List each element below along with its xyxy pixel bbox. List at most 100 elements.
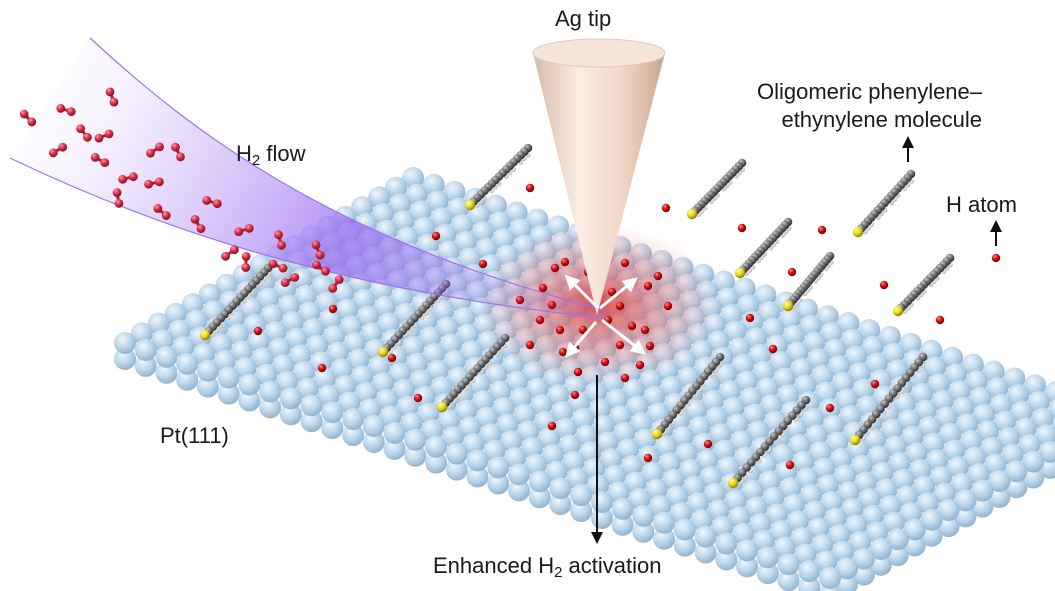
h-atom: [525, 340, 535, 350]
pt-atom: [373, 295, 396, 318]
pt-atom: [790, 357, 813, 380]
pt-atom: [713, 439, 736, 462]
pt-atom: [264, 320, 287, 343]
pt-atom: [858, 319, 881, 342]
pt-atom: [279, 387, 302, 410]
molecule-label: Oligomeric phenylene–ethynylene molecule: [757, 79, 983, 132]
pt-atom: [155, 345, 178, 368]
pt-atom: [718, 380, 741, 403]
pt-atom: [743, 403, 766, 426]
pt-atom: [281, 311, 304, 334]
h2-molecule: [112, 188, 124, 208]
pt-atom: [924, 356, 947, 379]
pt-atom: [786, 510, 809, 533]
pt-atom: [709, 423, 732, 446]
h-atom: [615, 340, 625, 350]
pt-atom: [954, 489, 977, 512]
pt-atom: [453, 306, 476, 329]
pt-atom: [886, 528, 909, 551]
pt-atom: [251, 347, 274, 370]
pt-atom: [323, 324, 346, 347]
pt-atom: [735, 370, 758, 393]
pt-atom: [198, 283, 221, 306]
pt-atom: [570, 484, 593, 507]
h-atom: [253, 326, 263, 336]
pt-atom: [658, 452, 681, 475]
pt-atom-lower: [903, 534, 926, 557]
pt-atom: [717, 456, 740, 479]
pt-atom: [869, 537, 892, 560]
pt-atom: [475, 237, 498, 260]
pt-atom: [728, 337, 751, 360]
pt-atom-lower: [852, 563, 875, 586]
pt-atom: [675, 442, 698, 465]
pt-atom: [443, 349, 466, 372]
pt-atom: [306, 334, 329, 357]
h-atom: [640, 325, 650, 335]
pt-atom: [217, 366, 240, 389]
pt-atom: [724, 320, 747, 343]
pt-atom: [571, 407, 594, 430]
pt-atom: [451, 214, 474, 237]
pt-atom-lower: [238, 389, 261, 412]
pt-atom: [688, 416, 711, 439]
pt-atom: [801, 407, 824, 430]
pt-atom: [722, 396, 745, 419]
pt-atom: [351, 365, 374, 388]
pt-atom: [309, 351, 332, 374]
pt-atom: [468, 204, 490, 227]
pt-atom: [713, 270, 736, 293]
pt-atom: [487, 456, 510, 479]
pt-atom: [492, 396, 515, 419]
h2-molecule: [234, 223, 254, 237]
pt-atom: [466, 449, 489, 472]
pt-atom: [700, 465, 723, 488]
pt-atom: [878, 325, 901, 348]
pt-atom: [390, 286, 413, 309]
sulfur-atom: [849, 434, 861, 446]
pt-atom: [880, 418, 903, 441]
pt-atom: [402, 167, 424, 189]
pt-atom: [359, 398, 382, 421]
pt-atom: [1027, 390, 1050, 413]
h-atom: [607, 287, 617, 297]
pt-atom: [230, 340, 253, 363]
pt-atom: [666, 485, 689, 508]
substrate-label: Pt(111): [160, 423, 229, 448]
pt-atom-lower: [300, 410, 323, 433]
pt-atom: [997, 427, 1020, 449]
pt-atom: [460, 340, 483, 363]
pt-atom: [434, 223, 457, 246]
pt-atom: [837, 481, 860, 504]
h2-molecule: [312, 260, 330, 276]
pt-atom: [509, 387, 532, 410]
pt-atom: [973, 403, 996, 426]
pt-atom: [438, 409, 461, 432]
pt-atom: [897, 409, 920, 432]
pt-atom: [935, 406, 958, 429]
pt-atom-lower: [549, 493, 572, 516]
h-atom: [635, 360, 645, 370]
pt-atom: [969, 386, 992, 409]
pt-atom: [588, 398, 611, 421]
pt-atom: [687, 492, 709, 515]
pt-atom: [922, 432, 945, 455]
sulfur-atom: [852, 226, 864, 238]
pt-atom: [971, 479, 994, 502]
h2-flow-label: H2 flow: [236, 141, 306, 169]
pt-atom: [590, 490, 613, 513]
pt-atom: [850, 454, 873, 477]
h-atom: [935, 315, 945, 325]
pt-atom: [368, 186, 391, 209]
pt-atom: [377, 312, 400, 335]
pt-atom: [941, 346, 964, 369]
pt-atom-lower: [196, 375, 219, 398]
pt-atom: [592, 414, 615, 437]
pt-atom: [439, 333, 462, 356]
pt-atom: [643, 385, 666, 408]
pt-atom: [628, 488, 651, 511]
h-atom: [620, 373, 630, 383]
pt-atom: [406, 352, 429, 375]
pt-atom: [803, 500, 826, 523]
h-atom: [663, 301, 673, 311]
